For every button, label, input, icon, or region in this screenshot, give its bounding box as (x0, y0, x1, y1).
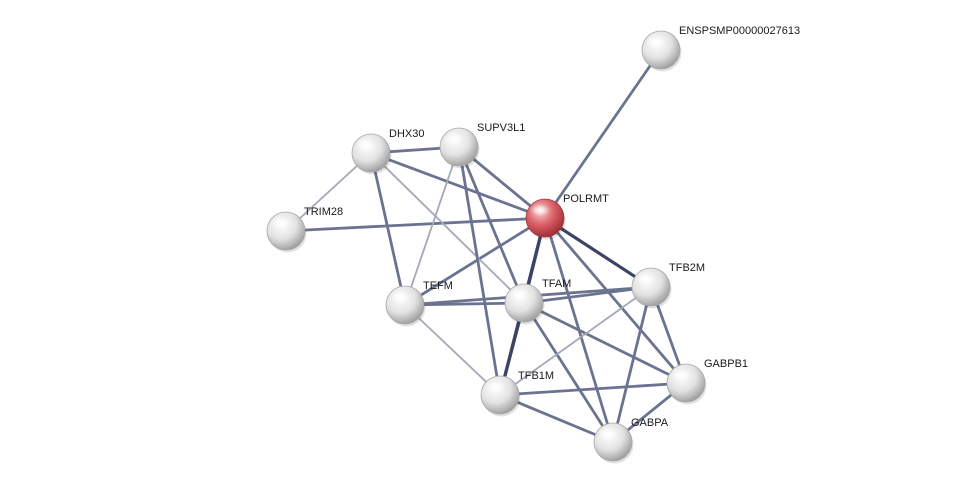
node-label-dhx30: DHX30 (389, 128, 424, 140)
edge-polrmt-dhx30 (369, 151, 547, 220)
node-tfb2m[interactable]: TFB2M (631, 262, 705, 309)
node-sphere[interactable] (385, 285, 425, 325)
edge-tefm-tfb1m (404, 304, 501, 396)
edge-tfb1m-gabpb1 (498, 381, 688, 397)
node-label-tefm: TEFM (423, 280, 453, 292)
node-label-tfam: TFAM (542, 278, 571, 290)
edge-tfam-tfb2m (522, 285, 653, 305)
node-highlight (390, 291, 410, 303)
node-label-supv3l1: SUPV3L1 (477, 122, 525, 134)
node-sphere[interactable] (666, 363, 706, 403)
edge-tfb2m-tfb1m (499, 286, 652, 396)
edge-tfam-gabpa (522, 301, 615, 444)
node-highlight (530, 204, 550, 216)
node-trim28[interactable]: TRIM28 (266, 206, 343, 253)
node-highlight (444, 133, 464, 145)
node-highlight (646, 36, 666, 48)
edge-supv3l1-tfb1m (457, 145, 502, 397)
node-supv3l1[interactable]: SUPV3L1 (439, 122, 525, 169)
edge-dhx30-tfam (370, 152, 525, 304)
node-highlight (671, 369, 691, 381)
node-dhx30[interactable]: DHX30 (351, 128, 424, 175)
edge-tfb1m-gabpa (498, 393, 615, 444)
edge-supv3l1-tfam (457, 145, 526, 305)
node-label-gabpb1: GABPB1 (704, 358, 748, 370)
node-highlight (509, 289, 529, 301)
node-tfam[interactable]: TFAM (504, 278, 571, 325)
node-enspsmp00000027613[interactable]: ENSPSMP00000027613 (641, 25, 800, 72)
node-sphere[interactable] (351, 133, 391, 173)
edge-dhx30-tefm (369, 151, 407, 307)
edge-tfb2m-gabpa (611, 285, 653, 444)
node-polrmt[interactable]: POLRMT (525, 193, 609, 240)
edge-polrmt-tfb2m (543, 216, 653, 289)
node-highlight (598, 428, 618, 440)
node-label-polrmt: POLRMT (563, 193, 609, 205)
node-label-tfb2m: TFB2M (669, 262, 705, 274)
node-label-tfb1m: TFB1M (518, 370, 554, 382)
node-tfb1m[interactable]: TFB1M (480, 370, 554, 417)
node-sphere[interactable] (439, 127, 479, 167)
node-highlight (356, 139, 376, 151)
query-node-sphere[interactable] (525, 198, 565, 238)
edge-supv3l1-tefm (404, 146, 460, 306)
node-label-gabpa: GABPA (631, 417, 669, 429)
node-label-enspsmp00000027613: ENSPSMP00000027613 (679, 25, 800, 37)
node-highlight (271, 217, 291, 229)
node-tefm[interactable]: TEFM (385, 280, 453, 327)
edge-tfam-gabpb1 (522, 301, 688, 385)
node-highlight (485, 381, 505, 393)
edge-polrmt-gabpb1 (543, 216, 688, 385)
edge-polrmt-trim28 (284, 216, 547, 233)
node-sphere[interactable] (504, 283, 544, 323)
edge-polrmt-enspsmp00000027613 (543, 48, 663, 220)
node-sphere[interactable] (641, 30, 681, 70)
node-label-trim28: TRIM28 (304, 206, 343, 218)
node-sphere[interactable] (480, 375, 520, 415)
edge-polrmt-tefm (403, 216, 547, 307)
node-sphere[interactable] (631, 267, 671, 307)
node-highlight (636, 273, 656, 285)
node-gabpa[interactable]: GABPA (593, 417, 669, 464)
node-sphere[interactable] (593, 422, 633, 462)
node-gabpb1[interactable]: GABPB1 (666, 358, 748, 405)
node-sphere[interactable] (266, 211, 306, 251)
